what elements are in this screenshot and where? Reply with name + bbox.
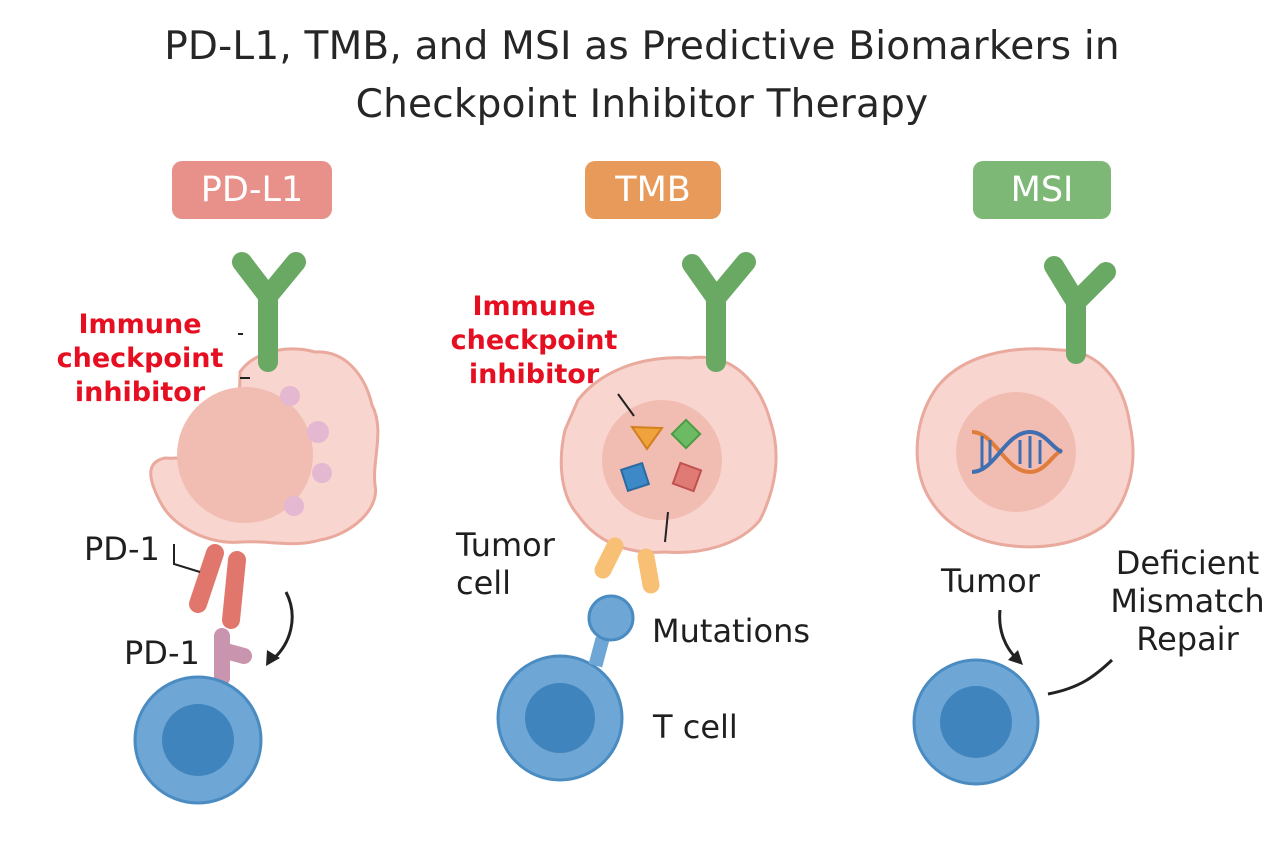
msi-arrow xyxy=(998,609,1020,662)
pdl1-inhibitor-label: Immune checkpoint inhibitor xyxy=(40,308,240,410)
tmb-inhibitor-line-1: Immune xyxy=(472,291,596,322)
pdl1-vesicle xyxy=(312,463,332,483)
title-line-1: PD-L1, TMB, and MSI as Predictive Biomar… xyxy=(164,24,1120,69)
tmb-antibody-y-icon xyxy=(682,252,756,372)
pdl1-tumor-nucleus xyxy=(177,387,313,523)
msi-antibody-y-icon xyxy=(1044,256,1116,364)
msi-tumor-nucleus xyxy=(956,392,1076,512)
pdl1-vesicle xyxy=(280,386,300,406)
pdl1-antibody-y-icon xyxy=(232,252,306,372)
tmb-t-cell-receptor xyxy=(587,594,635,642)
tmb-badge: TMB xyxy=(585,161,721,219)
deficient-mismatch-repair-label: Deficient Mismatch Repair xyxy=(1100,544,1275,658)
mutations-label: Mutations xyxy=(652,612,811,650)
tmb-inhibitor-label: Immune checkpoint inhibitor xyxy=(428,290,640,392)
pdl1-inhibitor-line-2: checkpoint xyxy=(56,343,224,374)
diagram-title: PD-L1, TMB, and MSI as Predictive Biomar… xyxy=(0,18,1284,134)
tmb-peptide-icon xyxy=(594,537,660,594)
tmb-inhibitor-line-3: inhibitor xyxy=(468,359,600,390)
tmb-panel xyxy=(496,252,778,782)
pdl1-vesicle xyxy=(307,421,329,443)
pdl1-t-cell-nucleus xyxy=(162,704,234,776)
msi-t-cell-nucleus xyxy=(940,686,1012,758)
title-line-2: Checkpoint Inhibitor Therapy xyxy=(355,82,929,127)
pdl1-arrow xyxy=(271,591,294,662)
tmb-t-cell-nucleus xyxy=(525,683,595,753)
msi-panel xyxy=(912,256,1135,786)
repair-line-2: Mismatch xyxy=(1110,582,1265,620)
repair-line-3: Repair xyxy=(1136,620,1239,658)
pdl1-badge: PD-L1 xyxy=(172,161,332,219)
pd1-receptor-icon xyxy=(189,544,246,629)
pdl1-inhibitor-line-3: inhibitor xyxy=(74,377,206,408)
dna-helix-icon xyxy=(971,429,1064,475)
pd1-ligand-label: PD-1 xyxy=(124,634,200,672)
tmb-inhibitor-line-2: checkpoint xyxy=(450,325,618,356)
tmb-tumor-line-1: Tumor xyxy=(456,526,555,564)
tmb-tumor-nucleus xyxy=(602,400,722,520)
msi-tumor-label: Tumor xyxy=(941,562,1040,600)
tmb-tumor-cell-label: Tumor cell xyxy=(456,526,555,602)
pdl1-vesicle xyxy=(284,496,304,516)
msi-repair-line xyxy=(1047,658,1114,696)
t-cell-label: T cell xyxy=(653,708,738,746)
tmb-tumor-line-2: cell xyxy=(456,564,512,602)
msi-badge: MSI xyxy=(973,161,1111,219)
pdl1-inhibitor-line-1: Immune xyxy=(78,309,202,340)
mutation-shapes-icon xyxy=(619,418,703,493)
pd1-ligand-icon xyxy=(214,628,252,686)
repair-line-1: Deficient xyxy=(1115,544,1260,582)
pd1-receptor-label: PD-1 xyxy=(84,530,160,568)
pdl1-panel xyxy=(133,252,380,805)
